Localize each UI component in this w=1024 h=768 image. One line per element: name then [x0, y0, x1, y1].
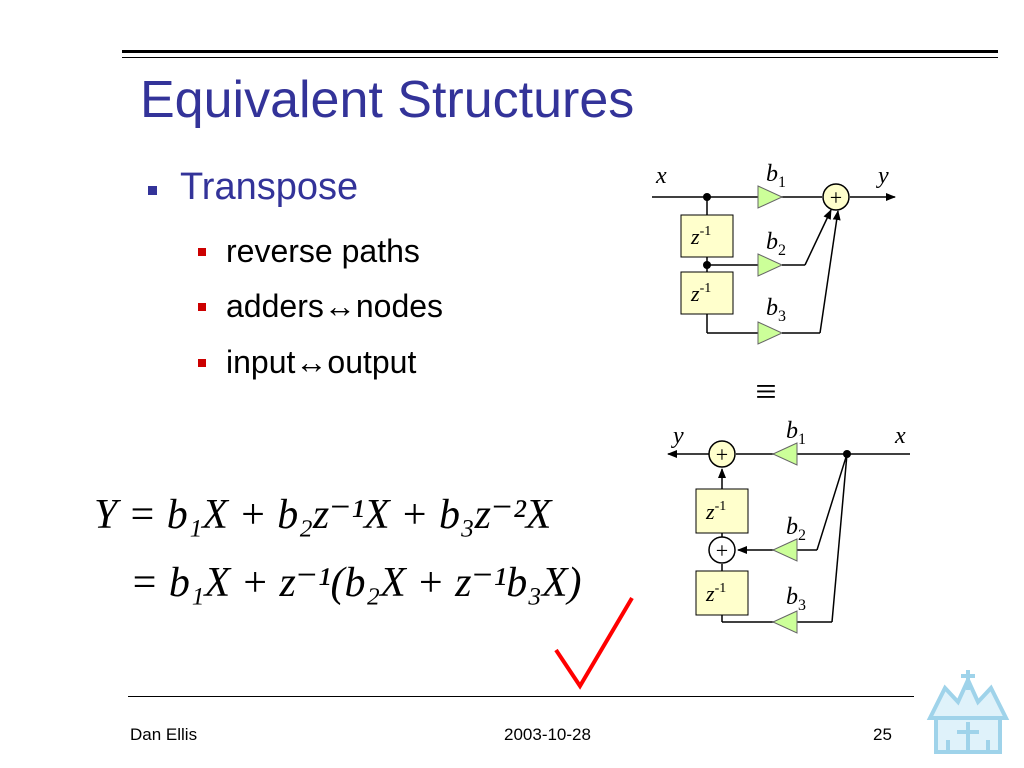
sub-bullet-square-icon	[198, 248, 206, 256]
delay-label: z-1	[690, 281, 711, 306]
gain-b2-triangle	[771, 538, 798, 562]
output-label-y: y	[876, 163, 889, 189]
bullet-transpose-text: Transpose	[180, 166, 359, 208]
bullet-square-icon	[148, 186, 157, 195]
footer-page-number: 25	[873, 725, 892, 744]
sub-bullet-text: input↔output	[226, 344, 417, 380]
gain-label-b3: b3	[786, 584, 806, 614]
diagram-top: + x y b1 b2 b3 z-1 z-1	[652, 161, 896, 345]
input-label-x: x	[655, 163, 667, 189]
delay-block-1	[680, 214, 734, 258]
delay-block-2	[680, 271, 734, 315]
footer-rule	[128, 696, 914, 697]
gain-b3-triangle	[771, 610, 798, 634]
equation-line-2: = b₁X + z⁻¹(b₂X + z⁻¹b₃X)	[130, 560, 581, 606]
slide-title: Equivalent Structures	[140, 71, 635, 129]
gain-b3-triangle	[757, 321, 784, 345]
header-rule-thin	[122, 57, 998, 58]
output-label-y: y	[671, 423, 684, 449]
equation-line-1: Y = b₁X + b₂z⁻¹X + b₃z⁻²X	[94, 492, 554, 538]
adder-plus: +	[716, 442, 728, 467]
gain-label-b1: b1	[786, 418, 806, 448]
footer-author: Dan Ellis	[130, 725, 198, 744]
adder-circle	[708, 440, 736, 468]
delay-label: z-1	[705, 581, 726, 606]
adder-circle-2	[708, 536, 736, 564]
checkmark-icon	[554, 596, 634, 690]
sub-bullet-square-icon	[198, 303, 206, 311]
gain-b1-triangle	[757, 185, 784, 209]
sub-bullet-text: reverse paths	[226, 233, 420, 269]
sub-bullet-text: adders↔nodes	[226, 288, 444, 324]
delay-label: z-1	[690, 224, 711, 249]
equivalence-symbol: ≡	[755, 371, 776, 413]
adder-plus: +	[716, 538, 728, 563]
gain-label-b2: b2	[786, 514, 806, 544]
header-rule	[122, 50, 998, 53]
delay-block-1	[695, 488, 749, 534]
crown-logo	[926, 670, 1010, 754]
adder-circle	[822, 183, 850, 211]
gain-label-b2: b2	[766, 229, 786, 259]
input-label-x: x	[894, 423, 906, 449]
gain-label-b1: b1	[766, 161, 786, 191]
diagram-bottom: + + y x b1 b2 b3 z-1 z-1	[667, 418, 910, 634]
sub-bullet-square-icon	[198, 359, 206, 367]
gain-label-b3: b3	[766, 295, 786, 325]
adder-plus: +	[830, 185, 842, 210]
gain-b1-triangle	[771, 442, 798, 466]
delay-label: z-1	[705, 499, 726, 524]
gain-b2-triangle	[757, 253, 784, 277]
footer-date: 2003-10-28	[504, 725, 591, 744]
delay-block-2	[695, 570, 749, 616]
